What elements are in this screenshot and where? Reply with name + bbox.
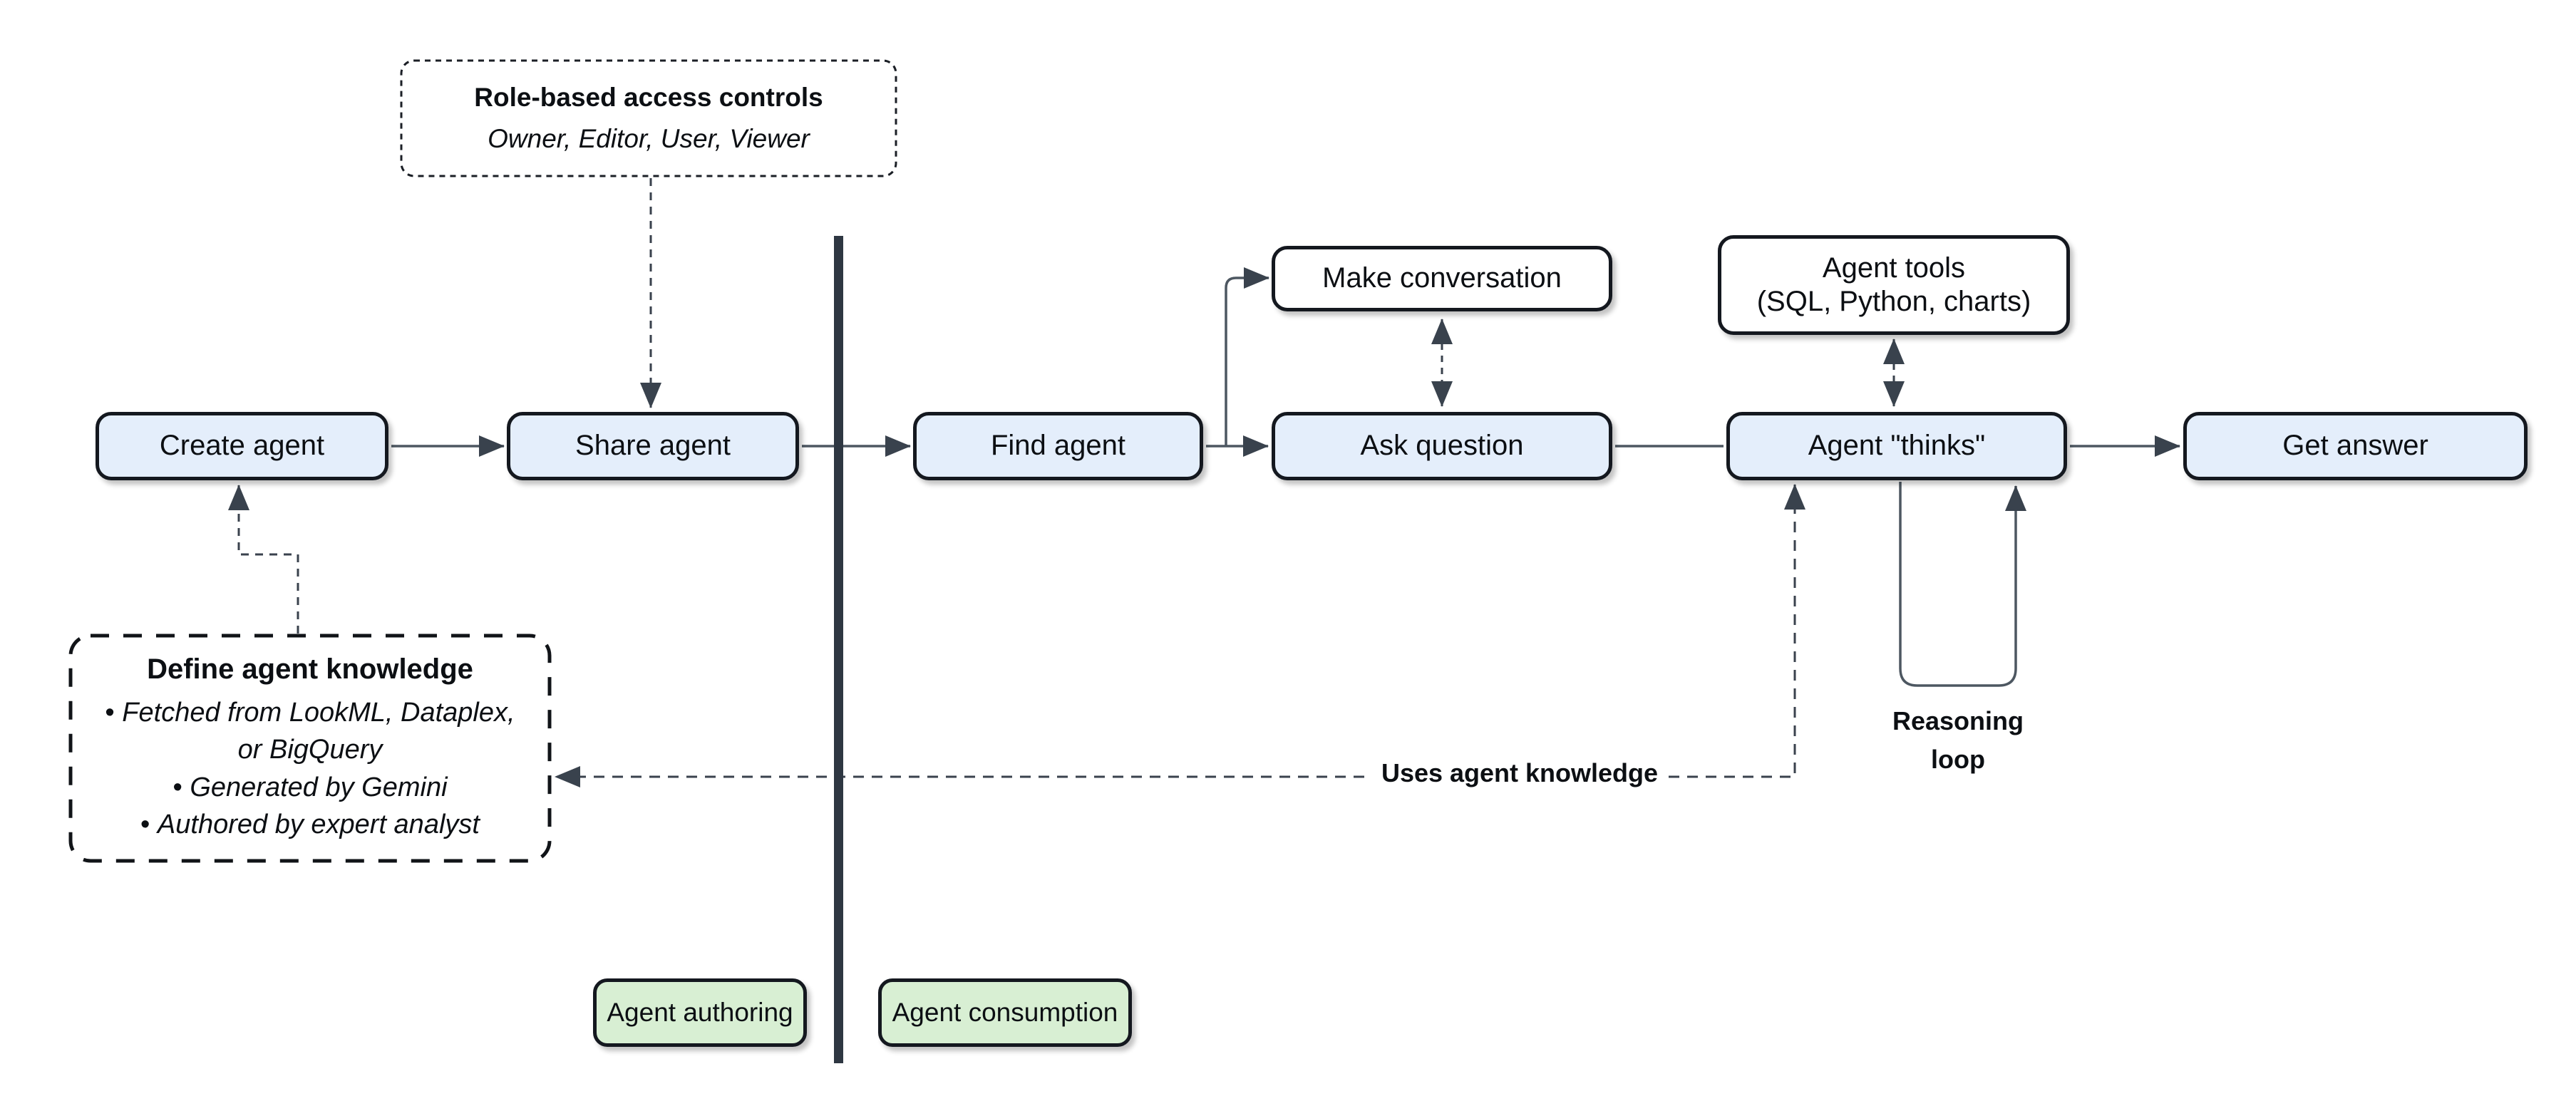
reasoning-loop-label-line2: loop <box>1931 745 1985 774</box>
knowledge-title: Define agent knowledge <box>147 653 473 685</box>
rbac-annotation: Role-based access controls Owner, Editor… <box>401 61 896 176</box>
node-share-agent-label: Share agent <box>575 430 731 462</box>
knowledge-box-frame <box>68 634 552 863</box>
node-ask-question: Ask question <box>1272 412 1612 480</box>
node-create-agent: Create agent <box>96 412 388 480</box>
reasoning-loop-label: Reasoning loop <box>1851 702 2065 779</box>
rbac-title: Role-based access controls <box>474 83 823 112</box>
node-agent-tools: Agent tools (SQL, Python, charts) <box>1718 235 2070 335</box>
uses-agent-knowledge-label: Uses agent knowledge <box>1371 757 1669 790</box>
node-find-agent-label: Find agent <box>990 430 1126 462</box>
lane-agent-authoring-label: Agent authoring <box>607 998 793 1028</box>
rbac-subtitle: Owner, Editor, User, Viewer <box>488 124 810 153</box>
node-agent-thinks-label: Agent "thinks" <box>1808 430 1986 462</box>
reasoning-loop-label-line1: Reasoning <box>1892 706 2024 735</box>
node-get-answer-label: Get answer <box>2282 430 2428 462</box>
edge-find-to-make-conversation <box>1225 267 1269 446</box>
node-make-conversation-label: Make conversation <box>1322 262 1562 294</box>
node-make-conversation: Make conversation <box>1272 246 1612 311</box>
knowledge-item: Authored by expert analyst <box>140 806 480 843</box>
node-create-agent-label: Create agent <box>159 430 325 462</box>
node-agent-tools-label-line1: Agent tools <box>1822 252 1966 284</box>
knowledge-item: Fetched from LookML, Dataplex, or BigQue… <box>96 694 524 769</box>
lane-agent-consumption: Agent consumption <box>878 978 1132 1047</box>
knowledge-item: Generated by Gemini <box>172 769 447 806</box>
node-agent-tools-label-line2: (SQL, Python, charts) <box>1756 286 2031 317</box>
edge-knowledge-to-create <box>228 485 299 634</box>
node-get-answer: Get answer <box>2183 412 2528 480</box>
edge-uses-agent-knowledge <box>555 484 1805 787</box>
lane-agent-consumption-label: Agent consumption <box>892 998 1118 1028</box>
edge-reasoning-loop <box>1899 482 2026 687</box>
lane-divider <box>834 236 843 1063</box>
node-agent-thinks: Agent "thinks" <box>1726 412 2067 480</box>
node-share-agent: Share agent <box>507 412 799 480</box>
knowledge-annotation: Define agent knowledge Fetched from Look… <box>71 636 550 861</box>
lane-agent-authoring: Agent authoring <box>593 978 807 1047</box>
node-ask-question-label: Ask question <box>1360 430 1524 462</box>
node-find-agent: Find agent <box>913 412 1203 480</box>
